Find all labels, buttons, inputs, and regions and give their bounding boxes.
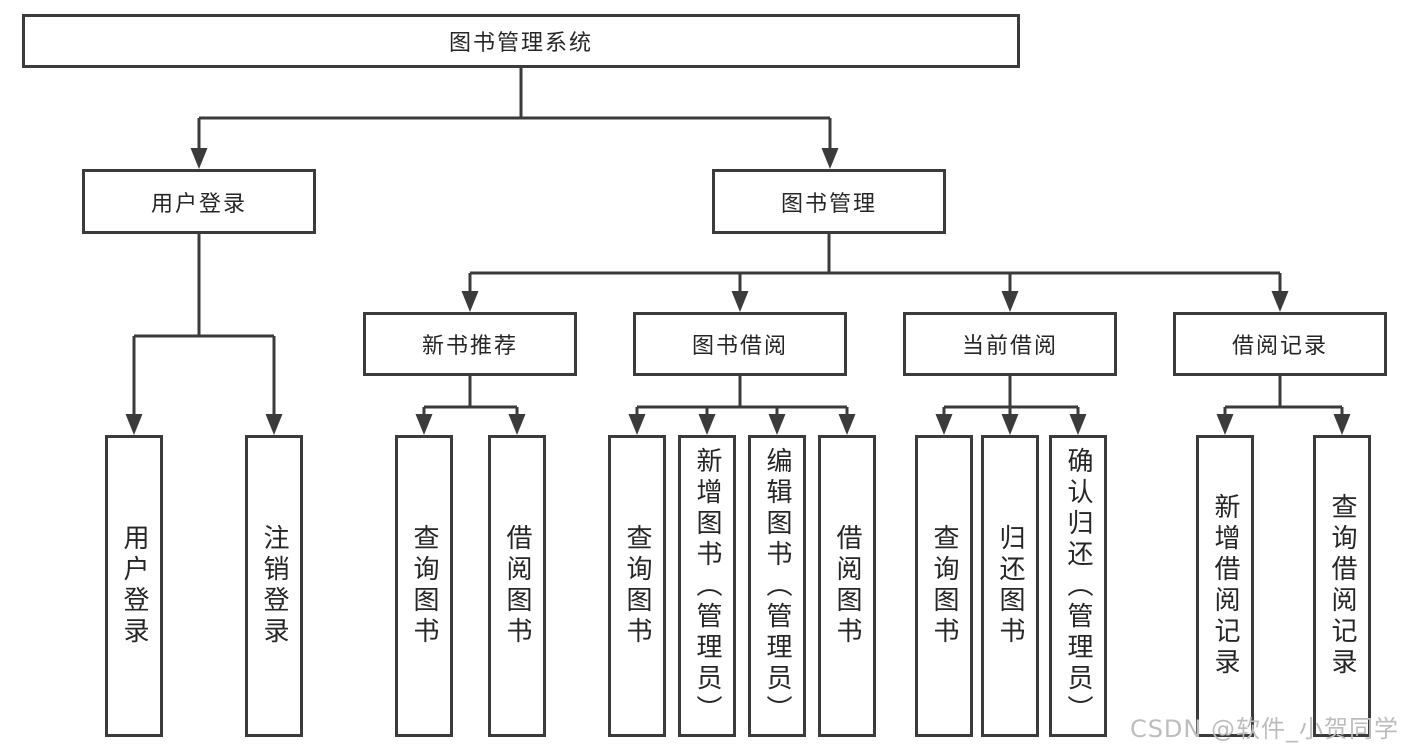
leaf-user-login-label: 用户登录 [119, 524, 149, 648]
node-new-book-recommend-label: 新书推荐 [421, 334, 518, 359]
leaf-recommend-query-books: 查询图书 [395, 435, 453, 737]
leaf-borrow-query-books-label: 查询图书 [622, 524, 652, 648]
leaf-current-confirm-return-admin: 确认归还（管理员） [1049, 435, 1107, 737]
leaf-records-query-record-label: 查询借阅记录 [1327, 493, 1357, 679]
leaf-current-query-books-label: 查询图书 [929, 524, 959, 648]
arrowheads [125, 148, 1351, 435]
leaf-recommend-query-books-label: 查询图书 [409, 524, 439, 648]
leaf-borrow-borrow-books-label: 借阅图书 [832, 524, 862, 648]
leaf-user-login: 用户登录 [105, 435, 163, 737]
node-book-management: 图书管理 [712, 169, 946, 234]
leaf-records-query-record: 查询借阅记录 [1313, 435, 1371, 737]
leaf-borrow-borrow-books: 借阅图书 [818, 435, 876, 737]
leaf-logout-label: 注销登录 [259, 524, 289, 648]
leaf-recommend-borrow-books: 借阅图书 [488, 435, 546, 737]
leaf-borrow-query-books: 查询图书 [608, 435, 666, 737]
node-current-borrow: 当前借阅 [903, 312, 1117, 376]
leaf-borrow-edit-books-admin: 编辑图书（管理员） [748, 435, 806, 737]
leaf-borrow-add-books-admin-label: 新增图书（管理员） [692, 446, 722, 726]
leaf-current-return-books: 归还图书 [981, 435, 1039, 737]
node-user-login: 用户登录 [82, 169, 316, 234]
node-current-borrow-label: 当前借阅 [961, 334, 1058, 359]
leaf-current-confirm-return-admin-label: 确认归还（管理员） [1063, 446, 1093, 726]
node-root-label: 图书管理系统 [448, 31, 593, 56]
node-borrow-records: 借阅记录 [1173, 312, 1387, 376]
node-new-book-recommend: 新书推荐 [363, 312, 577, 376]
leaf-borrow-add-books-admin: 新增图书（管理员） [678, 435, 736, 737]
node-book-management-label: 图书管理 [780, 191, 877, 217]
csdn-watermark: CSDN @软件_小贺同学 [1129, 715, 1399, 743]
leaf-records-add-record-label: 新增借阅记录 [1210, 493, 1240, 679]
leaf-borrow-edit-books-admin-label: 编辑图书（管理员） [762, 446, 792, 726]
leaf-current-query-books: 查询图书 [915, 435, 973, 737]
node-book-borrow-label: 图书借阅 [691, 334, 788, 359]
leaf-logout: 注销登录 [245, 435, 303, 737]
node-user-login-label: 用户登录 [150, 191, 247, 217]
node-root-system: 图书管理系统 [22, 14, 1020, 68]
node-borrow-records-label: 借阅记录 [1231, 334, 1328, 359]
node-book-borrow: 图书借阅 [633, 312, 847, 376]
leaf-records-add-record: 新增借阅记录 [1196, 435, 1254, 737]
leaf-current-return-books-label: 归还图书 [995, 524, 1025, 648]
leaf-recommend-borrow-books-label: 借阅图书 [502, 524, 532, 648]
